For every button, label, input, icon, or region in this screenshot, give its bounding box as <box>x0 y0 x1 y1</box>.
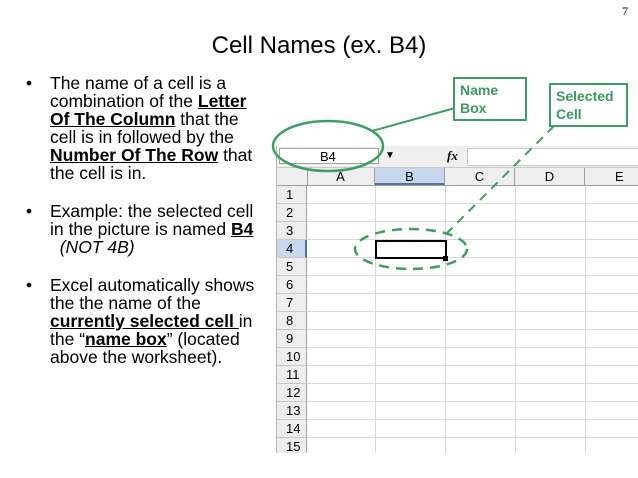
grid-row[interactable] <box>307 240 638 258</box>
grid-row[interactable] <box>307 294 638 312</box>
grid-row[interactable] <box>307 402 638 420</box>
row-header-1[interactable]: 1 <box>277 186 307 204</box>
grid-line <box>375 186 376 453</box>
bullet-text: The name of a cell is a combination of t… <box>50 73 227 111</box>
row-header-15[interactable]: 15 <box>277 438 307 453</box>
row-header-5[interactable]: 5 <box>277 258 307 276</box>
row-header-11[interactable]: 11 <box>277 366 307 384</box>
bullet-dot: • <box>26 275 33 295</box>
grid-line <box>445 186 446 453</box>
fill-handle[interactable] <box>443 256 448 261</box>
chevron-down-icon[interactable]: ▼ <box>385 150 395 161</box>
grid-line <box>515 186 516 453</box>
column-header-row: A B C D E <box>277 168 638 186</box>
row-header-14[interactable]: 14 <box>277 420 307 438</box>
active-cell-b4[interactable] <box>375 240 447 259</box>
grid-row[interactable] <box>307 276 638 294</box>
bullet-text: that the cell is in. <box>50 145 253 183</box>
bullet-dot: • <box>26 201 33 221</box>
slide-number: 7 <box>622 4 628 18</box>
row-header-3[interactable]: 3 <box>277 222 307 240</box>
column-header-b[interactable]: B <box>375 168 445 185</box>
bullet-emphasis: currently selected cell <box>50 311 239 331</box>
column-header-a[interactable]: A <box>307 168 375 185</box>
bullet-emphasis: name box <box>85 329 167 349</box>
bullet-text: ” (located above the worksheet). <box>50 329 240 367</box>
bullet-emphasis: Letter Of The Column <box>50 91 247 129</box>
column-header-d[interactable]: D <box>515 168 585 185</box>
grid-row[interactable] <box>307 258 638 276</box>
bullet-text <box>50 237 60 257</box>
grid-row[interactable] <box>307 366 638 384</box>
grid-row[interactable] <box>307 222 638 240</box>
grid-row[interactable] <box>307 348 638 366</box>
bullet-item: • Excel automatically shows the the name … <box>24 276 269 366</box>
row-header-9[interactable]: 9 <box>277 330 307 348</box>
bullet-italic: (NOT 4B) <box>59 237 135 257</box>
bullet-text: that the cell is in followed by the <box>50 109 239 147</box>
row-header-13[interactable]: 13 <box>277 402 307 420</box>
bullet-emphasis: Number Of The Row <box>50 145 219 165</box>
select-all-corner[interactable] <box>277 168 308 185</box>
bullet-text: Example: the selected cell in the pictur… <box>50 201 254 239</box>
bullet-list: • The name of a cell is a combination of … <box>24 74 269 386</box>
bullet-text: in the “ <box>50 311 253 349</box>
grid-line <box>585 186 586 453</box>
bullet-item: • The name of a cell is a combination of … <box>24 74 269 182</box>
row-header-2[interactable]: 2 <box>277 204 307 222</box>
name-box-callout: Name Box <box>453 77 527 121</box>
row-header-8[interactable]: 8 <box>277 312 307 330</box>
column-header-c[interactable]: C <box>445 168 515 185</box>
grid-row[interactable] <box>307 312 638 330</box>
row-header-12[interactable]: 12 <box>277 384 307 402</box>
bullet-item: • Example: the selected cell in the pictu… <box>24 202 269 256</box>
bullet-emphasis: B4 <box>230 219 254 239</box>
grid-row[interactable] <box>307 420 638 438</box>
row-header-7[interactable]: 7 <box>277 294 307 312</box>
row-header-4[interactable]: 4 <box>277 240 307 258</box>
grid-row[interactable] <box>307 186 638 204</box>
bullet-text: Excel automatically shows the the name o… <box>50 275 255 313</box>
grid-row[interactable] <box>307 438 638 453</box>
row-header-6[interactable]: 6 <box>277 276 307 294</box>
grid-row[interactable] <box>307 204 638 222</box>
selected-cell-callout: Selected Cell <box>549 83 628 127</box>
formula-bar: B4 ▼ fx <box>277 146 638 168</box>
bullet-dot: • <box>26 73 33 93</box>
name-box-connector-line <box>371 107 456 132</box>
function-icon[interactable]: fx <box>447 148 458 163</box>
slide-title: Cell Names (ex. B4) <box>211 32 427 59</box>
column-header-e[interactable]: E <box>585 168 638 185</box>
grid-row[interactable] <box>307 330 638 348</box>
name-box[interactable]: B4 <box>279 148 379 164</box>
row-header-10[interactable]: 10 <box>277 348 307 366</box>
formula-input[interactable] <box>467 148 638 166</box>
grid-row[interactable] <box>307 384 638 402</box>
